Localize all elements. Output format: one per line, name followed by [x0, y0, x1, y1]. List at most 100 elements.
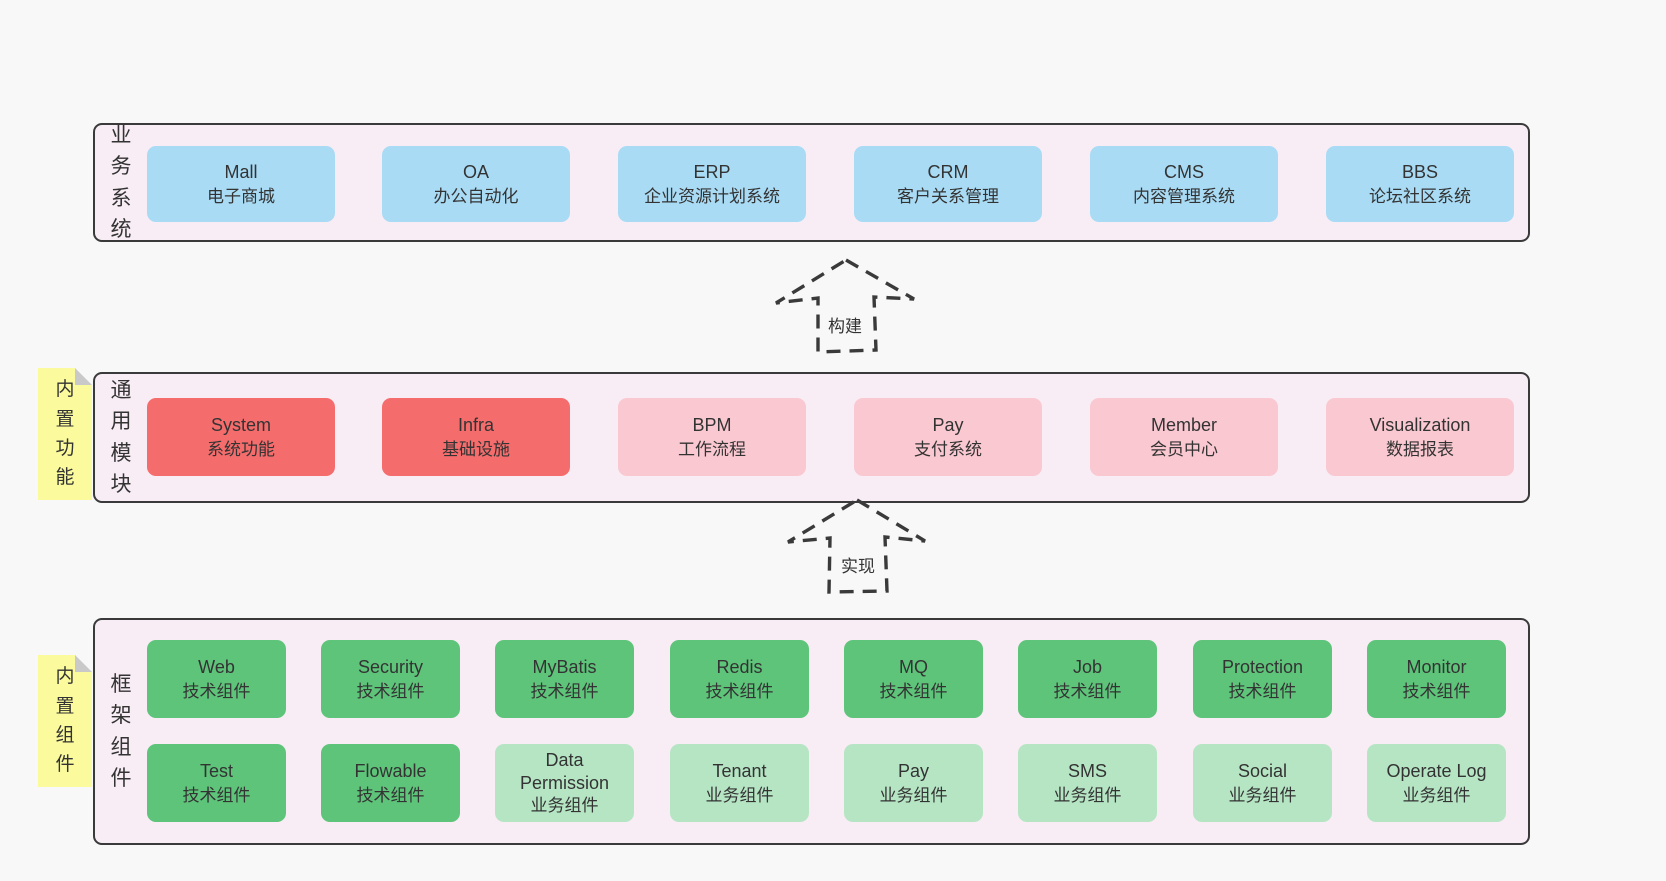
box-title-en: Operate Log: [1386, 760, 1487, 781]
box-subtitle-zh: 技术组件: [1402, 681, 1471, 701]
box-subtitle-zh: 电子商城: [207, 186, 275, 206]
box-title-en: Protection: [1221, 656, 1304, 677]
box-sms: SMS 业务组件: [1018, 744, 1157, 822]
box-data-permission: Data Permission 业务组件: [495, 744, 634, 822]
box-subtitle-zh: 会员中心: [1150, 439, 1218, 459]
box-title-en: Monitor: [1406, 656, 1467, 677]
box-title-en: System: [210, 414, 271, 435]
sticky-note-built-in-components: 内置组件: [38, 655, 92, 787]
box-mall: Mall 电子商城: [147, 146, 335, 222]
box-redis: Redis 技术组件: [670, 640, 809, 718]
box-crm: CRM 客户关系管理: [854, 146, 1042, 222]
box-subtitle-zh: 技术组件: [530, 681, 599, 701]
panel-label-business-systems: 业务系统: [110, 123, 132, 242]
panel-label-common-modules: 通用模块: [110, 378, 132, 497]
box-subtitle-zh: 技术组件: [182, 681, 251, 701]
box-pay: Pay 支付系统: [854, 398, 1042, 476]
box-title-en: Test: [199, 760, 233, 781]
box-monitor: Monitor 技术组件: [1367, 640, 1506, 718]
box-subtitle-zh: 办公自动化: [433, 186, 519, 206]
up-arrow-icon: [787, 498, 926, 594]
box-title-en: Pay: [932, 414, 964, 435]
box-subtitle-zh: 技术组件: [705, 681, 774, 701]
folded-corner-icon: [75, 655, 92, 672]
box-mybatis: MyBatis 技术组件: [495, 640, 634, 718]
box-subtitle-zh: 业务组件: [530, 796, 599, 816]
box-title-en: ERP: [693, 161, 731, 182]
box-tenant: Tenant 业务组件: [670, 744, 809, 822]
box-subtitle-zh: 系统功能: [207, 439, 275, 459]
box-web: Web 技术组件: [147, 640, 286, 718]
box-erp: ERP 企业资源计划系统: [618, 146, 806, 222]
panel-label-framework-components: 框架组件: [110, 672, 132, 791]
box-subtitle-zh: 业务组件: [879, 785, 948, 805]
box-title-en: Job: [1072, 656, 1103, 677]
box-operate-log: Operate Log 业务组件: [1367, 744, 1506, 822]
box-social: Social 业务组件: [1193, 744, 1332, 822]
box-subtitle-zh: 技术组件: [1228, 681, 1297, 701]
box-protection: Protection 技术组件: [1193, 640, 1332, 718]
box-subtitle-zh: 技术组件: [356, 785, 425, 805]
box-subtitle-zh: 内容管理系统: [1133, 186, 1235, 206]
box-title-en: Pay: [897, 760, 930, 781]
box-title-en: BPM: [692, 414, 732, 435]
box-subtitle-zh: 业务组件: [1053, 785, 1122, 805]
panel-business-systems: 业务系统 Mall 电子商城 OA 办公自动化 ERP 企业资源计划系统 CRM…: [93, 123, 1530, 242]
box-mq: MQ 技术组件: [844, 640, 983, 718]
sticky-note-built-in-features: 内置功能: [38, 368, 92, 500]
box-subtitle-zh: 业务组件: [1228, 785, 1297, 805]
box-subtitle-zh: 支付系统: [914, 439, 982, 459]
arrow-implement: 实现: [783, 496, 933, 596]
box-pay-business: Pay 业务组件: [844, 744, 983, 822]
sticky-label: 内置功能: [55, 379, 75, 489]
box-bbs: BBS 论坛社区系统: [1326, 146, 1514, 222]
box-title-en: Data Permission: [519, 749, 610, 793]
box-title-en: OA: [462, 161, 489, 182]
box-infra: Infra 基础设施: [382, 398, 570, 476]
box-subtitle-zh: 技术组件: [356, 681, 425, 701]
box-subtitle-zh: 技术组件: [1053, 681, 1122, 701]
box-title-en: Mall: [224, 161, 258, 182]
box-test: Test 技术组件: [147, 744, 286, 822]
box-security: Security 技术组件: [321, 640, 460, 718]
box-title-en: MyBatis: [532, 656, 597, 677]
box-title-en: SMS: [1067, 760, 1107, 781]
box-oa: OA 办公自动化: [382, 146, 570, 222]
arrow-label: 实现: [838, 552, 878, 577]
box-bpm: BPM 工作流程: [618, 398, 806, 476]
sticky-label: 内置组件: [55, 666, 75, 776]
arrow-build: 构建: [770, 256, 920, 356]
box-subtitle-zh: 技术组件: [879, 681, 948, 701]
box-title-en: CRM: [927, 161, 969, 182]
box-subtitle-zh: 工作流程: [678, 439, 746, 459]
box-title-en: Security: [357, 656, 424, 677]
folded-corner-icon: [75, 368, 92, 385]
box-subtitle-zh: 业务组件: [1402, 785, 1471, 805]
box-subtitle-zh: 数据报表: [1386, 439, 1454, 459]
box-subtitle-zh: 技术组件: [182, 785, 251, 805]
panel-framework-components: 框架组件 Web 技术组件 Security 技术组件 MyBatis 技术组件…: [93, 618, 1530, 845]
box-title-en: Tenant: [712, 760, 767, 781]
box-title-en: Flowable: [354, 760, 427, 781]
box-job: Job 技术组件: [1018, 640, 1157, 718]
box-title-en: Visualization: [1369, 414, 1471, 435]
box-subtitle-zh: 基础设施: [442, 439, 510, 459]
arrow-label: 构建: [825, 312, 865, 337]
box-flowable: Flowable 技术组件: [321, 744, 460, 822]
up-arrow-icon: [775, 258, 915, 354]
box-title-en: Redis: [716, 656, 763, 677]
box-subtitle-zh: 客户关系管理: [897, 186, 999, 206]
box-visualization: Visualization 数据报表: [1326, 398, 1514, 476]
box-subtitle-zh: 业务组件: [705, 785, 774, 805]
box-title-en: Web: [198, 656, 235, 677]
box-member: Member 会员中心: [1090, 398, 1278, 476]
box-subtitle-zh: 企业资源计划系统: [644, 186, 780, 206]
panel-common-modules: 通用模块 System 系统功能 Infra 基础设施 BPM 工作流程 Pay…: [93, 372, 1530, 503]
box-cms: CMS 内容管理系统: [1090, 146, 1278, 222]
box-system: System 系统功能: [147, 398, 335, 476]
box-title-en: Social: [1237, 760, 1288, 781]
box-subtitle-zh: 论坛社区系统: [1369, 186, 1471, 206]
box-title-en: CMS: [1164, 161, 1204, 182]
box-title-en: Infra: [457, 414, 495, 435]
